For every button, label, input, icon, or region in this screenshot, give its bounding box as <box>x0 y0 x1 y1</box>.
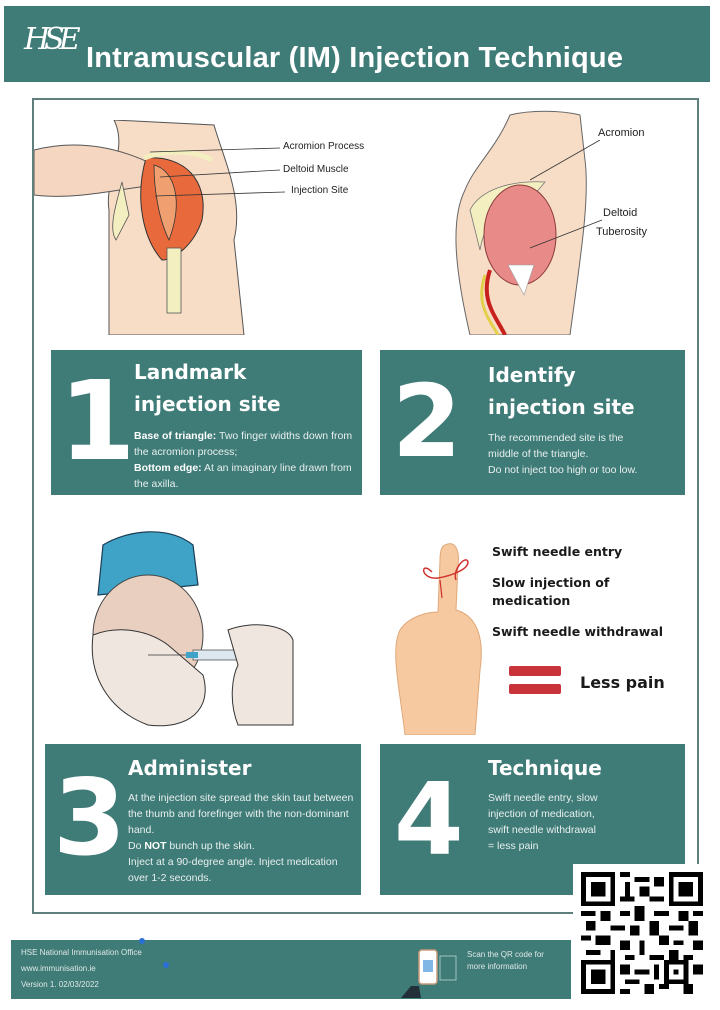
body-line: Swift needle entry, slow <box>488 792 598 804</box>
body-line: = less pain <box>488 840 539 852</box>
body-text: bunch up the skin. <box>166 840 255 852</box>
step-4-card: 4 Technique Swift needle entry, slow inj… <box>380 744 685 895</box>
label-leader-lines <box>150 147 286 197</box>
bold-label: Base of triangle: <box>134 430 217 442</box>
label-acromion: Acromion <box>598 127 645 139</box>
phone-scan-icon <box>401 949 457 998</box>
body-text: Do <box>128 840 145 852</box>
body-line: Do NOT bunch up the skin. <box>128 838 356 854</box>
technique-item: Swift needle entry <box>492 544 623 559</box>
step-body: Base of triangle: Two finger widths down… <box>134 428 354 492</box>
less-pain-label: Less pain <box>580 673 665 692</box>
body-line: At the injection site spread the skin ta… <box>128 792 354 836</box>
step-3-card: 3 Administer At the injection site sprea… <box>45 744 361 895</box>
step-1-card: 1 Landmark injection site Base of triang… <box>51 350 362 495</box>
body-line: Do not inject too high or too low. <box>488 464 638 476</box>
step-body: Swift needle entry, slow injection of me… <box>488 790 648 854</box>
body-line: middle of the triangle. <box>488 448 589 460</box>
body-text: Two finger widths down from the acromion… <box>134 430 353 458</box>
label-acromion-process: Acromion Process <box>283 141 365 152</box>
body-line: swift needle withdrawal <box>488 824 596 836</box>
right-leader-lines <box>529 140 603 249</box>
technique-item: Swift needle withdrawal <box>492 624 664 639</box>
footer-version: Version 1. 02/03/2022 <box>21 980 99 989</box>
body-line: Inject at a 90-degree angle. Inject medi… <box>128 856 338 884</box>
selection-handle <box>139 938 145 944</box>
emphasis-not: NOT <box>144 840 167 852</box>
label-injection-site: Injection Site <box>291 185 349 196</box>
step-number: 2 <box>392 363 462 480</box>
scan-qr-text: Scan the QR code for more information <box>467 950 544 971</box>
label-tuberosity: Tuberosity <box>596 226 647 238</box>
label-deltoid: Deltoid <box>603 207 638 219</box>
step-heading: injection site <box>488 395 635 419</box>
deltoid-anatomy-illustration <box>455 110 587 335</box>
step-heading: Landmark <box>134 360 247 384</box>
body-text: At an imaginary line drawn from the axil… <box>134 462 352 490</box>
selection-handle <box>163 962 169 968</box>
footer-bar: HSE National Immunisation Office www.imm… <box>11 940 571 999</box>
body-line: injection of medication, <box>488 808 595 820</box>
footer-org: HSE National Immunisation Office <box>21 948 142 957</box>
step-body: The recommended site is the middle of th… <box>488 430 678 478</box>
hse-logo: HSE <box>24 22 81 57</box>
step-body: At the injection site spread the skin ta… <box>128 790 356 886</box>
technique-list: Swift needle entry Slow injection of med… <box>492 543 702 654</box>
body-line: The recommended site is the <box>488 432 624 444</box>
step-number: 4 <box>394 761 464 878</box>
qr-code[interactable] <box>573 864 711 1002</box>
technique-item: Slow injection of medication <box>492 575 610 608</box>
qr-code-icon <box>581 872 703 994</box>
label-deltoid-muscle: Deltoid Muscle <box>283 164 349 175</box>
page-title: Intramuscular (IM) Injection Technique <box>86 42 624 74</box>
step-heading: Identify <box>488 363 576 387</box>
step-heading: Technique <box>488 756 602 780</box>
step-heading: Administer <box>128 756 252 780</box>
injection-hands-illustration <box>91 531 294 727</box>
finger-reminder-illustration <box>395 543 482 735</box>
step-number: 1 <box>59 357 136 485</box>
bold-label: Bottom edge: <box>134 462 202 474</box>
header-banner: HSE <box>4 6 710 82</box>
step-2-card: 2 Identify injection site The recommende… <box>380 350 685 495</box>
equals-icon <box>509 666 561 702</box>
step-number: 3 <box>53 757 127 879</box>
footer-website-link[interactable]: www.immunisation.ie <box>21 964 96 973</box>
step-heading: injection site <box>134 392 281 416</box>
